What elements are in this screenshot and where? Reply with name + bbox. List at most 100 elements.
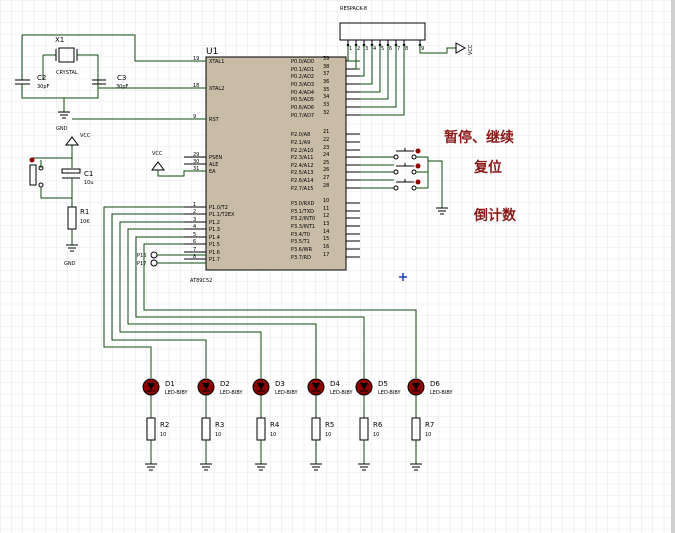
mcu-pin-name: XTAL2 <box>209 86 224 92</box>
svg-text:5: 5 <box>381 46 384 52</box>
cap-c1[interactable] <box>61 168 81 174</box>
mcu-pin-number: 16 <box>323 244 329 250</box>
mcu-pin-name: P2.3/A11 <box>291 155 313 161</box>
led-ref: D6 <box>430 380 440 388</box>
note-reset: 复位 <box>473 159 502 176</box>
mcu-pin-name: P2.2/A10 <box>291 148 313 154</box>
svg-text:8: 8 <box>405 46 408 52</box>
mcu-body[interactable] <box>205 56 347 271</box>
mcu-pin-name: P0.6/AD6 <box>291 105 314 111</box>
resistor-value: 10 <box>270 432 276 438</box>
resistor-value: 10 <box>160 432 166 438</box>
mcu-pin-name: P0.7/AD7 <box>291 113 314 119</box>
push-button-2[interactable] <box>360 163 428 175</box>
probe-p17[interactable]: P17 <box>137 259 206 267</box>
rpack-body[interactable] <box>339 22 426 41</box>
cap-c3[interactable] <box>92 79 106 85</box>
mcu-pin-name: P3.7/RD <box>291 255 311 261</box>
mcu-ref: U1 <box>206 47 218 57</box>
vcc-label-ea: VCC <box>152 151 163 157</box>
mcu-pin-number: 22 <box>323 137 329 143</box>
led-ref: D4 <box>330 380 340 388</box>
mcu-pin-name: P0.0/AD0 <box>291 59 314 65</box>
svg-text:4: 4 <box>373 46 376 52</box>
mcu-pin-number: 37 <box>323 71 329 77</box>
mcu-pin-number: 9 <box>193 114 196 120</box>
mcu-pin-name: EA <box>209 169 216 175</box>
mcu-pin-name: P1.0/T2 <box>209 205 228 211</box>
reset-switch[interactable] <box>29 164 37 186</box>
cap-c1-value: 10u <box>84 180 94 186</box>
svg-text:1: 1 <box>349 46 352 52</box>
led-ref: D2 <box>220 380 230 388</box>
push-button-3[interactable] <box>360 179 428 191</box>
vcc-label-reset: VCC <box>80 133 91 139</box>
led-group: D1LED-BIBYR210D2LED-BIBYR310D3LED-BIBYR4… <box>142 378 453 471</box>
reset-switch-node[interactable] <box>29 157 35 163</box>
resistor-r1-value: 10K <box>80 219 90 225</box>
gnd-label-top: GND <box>56 126 68 132</box>
push-button-1[interactable] <box>360 148 428 160</box>
probe-p16[interactable]: P16 <box>137 251 206 259</box>
led-part: LED-BIBY <box>220 390 243 396</box>
mcu-pin-number: 36 <box>323 79 329 85</box>
mcu-pin-name: P1.1/T2EX <box>209 212 235 218</box>
mcu-pin-name: P2.1/A9 <box>291 140 310 146</box>
mcu-pin-name: P3.5/T1 <box>291 239 310 245</box>
crystal-x1[interactable] <box>58 47 75 63</box>
mcu-pin-name: P2.7/A15 <box>291 186 313 192</box>
scrollbar[interactable] <box>671 0 675 533</box>
mcu-pin-number: 17 <box>323 252 329 258</box>
resistor-ref: R7 <box>425 421 434 429</box>
mcu-pin-number: 32 <box>323 110 329 116</box>
mcu-pin-number: 27 <box>323 175 329 181</box>
rpack-ref: RESPACK-8 <box>340 6 367 12</box>
